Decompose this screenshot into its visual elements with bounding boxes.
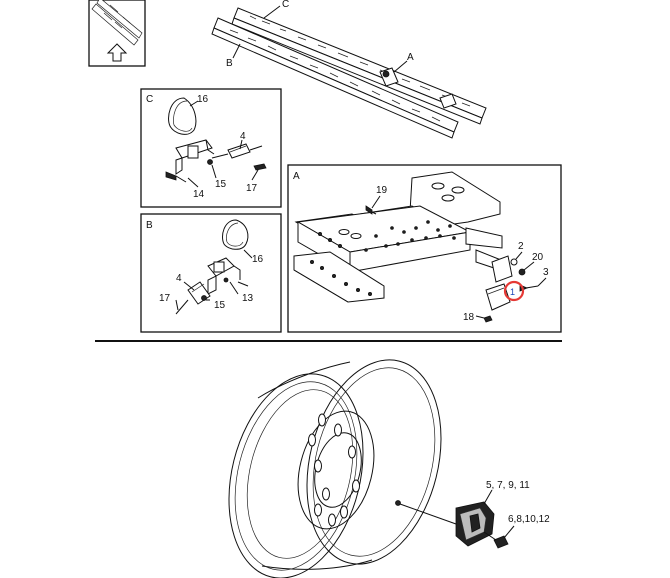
wheel-rim[interactable] xyxy=(209,346,462,578)
part-1[interactable]: 1 xyxy=(510,287,515,297)
detail-b-panel[interactable]: B 16 13 4 15 17 xyxy=(140,213,282,333)
detail-b-label: B xyxy=(146,220,153,231)
part-2: 2 xyxy=(518,241,524,252)
detail-c-panel[interactable]: C 16 4 14 15 17 xyxy=(140,88,282,208)
part-4-b: 4 xyxy=(176,273,182,284)
part-15-c: 15 xyxy=(215,179,227,190)
overview-label-a: A xyxy=(407,52,414,63)
part-4-c: 4 xyxy=(240,131,246,142)
part-17-b: 17 xyxy=(159,293,171,304)
detail-c-label: C xyxy=(146,94,153,105)
fastener-kit-label: 6,8,10,12 xyxy=(508,514,550,525)
part-19: 19 xyxy=(376,185,388,196)
detail-a-label: A xyxy=(293,171,300,182)
part-18: 18 xyxy=(463,312,475,323)
chassis-overview: C B A xyxy=(211,0,487,139)
orientation-thumbnail[interactable] xyxy=(88,0,146,67)
part-14: 14 xyxy=(193,189,205,200)
arrow-up-icon xyxy=(106,43,128,62)
overview-label-b: B xyxy=(226,58,233,69)
part-16-c: 16 xyxy=(197,94,209,105)
sensor-kit-label: 5, 7, 9, 11 xyxy=(486,480,530,491)
part-16-b: 16 xyxy=(252,254,264,265)
part-17-c: 17 xyxy=(246,183,258,194)
tpms-sensor[interactable]: 5, 7, 9, 11 6,8,10,12 xyxy=(455,480,550,549)
part-15-b: 15 xyxy=(214,300,226,311)
part-20: 20 xyxy=(532,252,544,263)
detail-a-panel[interactable]: A xyxy=(287,164,562,333)
part-13: 13 xyxy=(242,293,254,304)
overview-label-c: C xyxy=(282,0,289,10)
part-3: 3 xyxy=(543,267,549,278)
highlight-circle-icon[interactable] xyxy=(503,280,525,302)
